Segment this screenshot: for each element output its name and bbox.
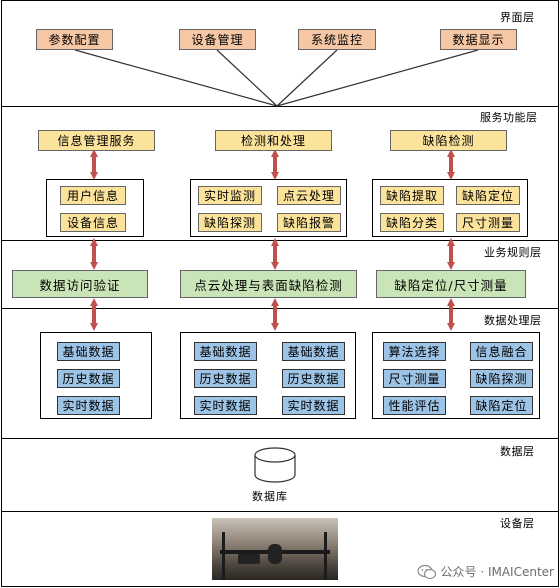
service-item-realtime-monitor: 实时监测 xyxy=(198,186,262,205)
service-item-pointcloud: 点云处理 xyxy=(277,186,341,205)
device-photo xyxy=(212,518,338,580)
rule-box-access-verify: 数据访问验证 xyxy=(12,270,148,298)
processing-mid-basic-1: 基础数据 xyxy=(194,342,257,361)
database-label: 数据库 xyxy=(252,490,288,503)
service-item-defect-alarm: 缺陷报警 xyxy=(277,213,341,232)
layer-title-rules: 业务规则层 xyxy=(484,246,542,259)
service-item-defect-classify: 缺陷分类 xyxy=(380,213,444,232)
layer-title-service: 服务功能层 xyxy=(480,111,538,124)
layer-title-interface: 界面层 xyxy=(500,11,535,24)
processing-mid-realtime-2: 实时数据 xyxy=(282,396,345,415)
processing-right-locate: 缺陷定位 xyxy=(470,396,533,415)
service-header-info: 信息管理服务 xyxy=(38,130,155,151)
database-icon xyxy=(254,447,296,483)
rule-box-locate-measure: 缺陷定位/尺寸测量 xyxy=(376,270,526,298)
watermark: 公众号 · IMAICenter xyxy=(416,563,554,580)
layer-title-data: 数据层 xyxy=(500,445,535,458)
processing-right-algorithm: 算法选择 xyxy=(383,342,446,361)
device-leg-right xyxy=(324,532,327,580)
interface-box-monitor: 系统监控 xyxy=(298,29,376,50)
service-item-device-info: 设备信息 xyxy=(60,213,126,232)
rule-box-pointcloud-defect: 点云处理与表面缺陷检测 xyxy=(180,270,357,298)
layer-title-device: 设备层 xyxy=(500,517,535,530)
layer-title-processing: 数据处理层 xyxy=(484,314,542,327)
processing-left-history: 历史数据 xyxy=(57,369,120,388)
processing-left-basic: 基础数据 xyxy=(57,342,120,361)
device-sensor xyxy=(238,554,260,564)
service-item-size-measure: 尺寸测量 xyxy=(456,213,520,232)
wechat-icon xyxy=(416,564,437,580)
processing-right-fusion: 信息融合 xyxy=(470,342,533,361)
processing-mid-realtime-1: 实时数据 xyxy=(194,396,257,415)
device-leg-left xyxy=(222,532,225,580)
processing-mid-basic-2: 基础数据 xyxy=(282,342,345,361)
service-item-user-info: 用户信息 xyxy=(60,186,126,205)
interface-box-device: 设备管理 xyxy=(179,29,256,50)
service-item-defect-extract: 缺陷提取 xyxy=(380,186,444,205)
processing-right-probe: 缺陷探测 xyxy=(470,369,533,388)
interface-box-display: 数据显示 xyxy=(440,29,517,50)
device-motor xyxy=(268,544,282,564)
processing-mid-history-1: 历史数据 xyxy=(194,369,257,388)
layer-device xyxy=(1,511,559,587)
service-item-defect-probe: 缺陷探测 xyxy=(198,213,262,232)
processing-right-performance: 性能评估 xyxy=(383,396,446,415)
processing-mid-history-2: 历史数据 xyxy=(282,369,345,388)
service-item-defect-locate: 缺陷定位 xyxy=(456,186,520,205)
processing-left-realtime: 实时数据 xyxy=(57,396,120,415)
fan-lines xyxy=(74,49,479,107)
service-header-detect: 检测和处理 xyxy=(215,130,332,151)
processing-right-size: 尺寸测量 xyxy=(383,369,446,388)
double-arrows xyxy=(90,149,455,331)
watermark-text: 公众号 · IMAICenter xyxy=(440,565,554,579)
interface-box-params: 参数配置 xyxy=(36,29,113,50)
service-header-defect: 缺陷检测 xyxy=(390,130,507,151)
